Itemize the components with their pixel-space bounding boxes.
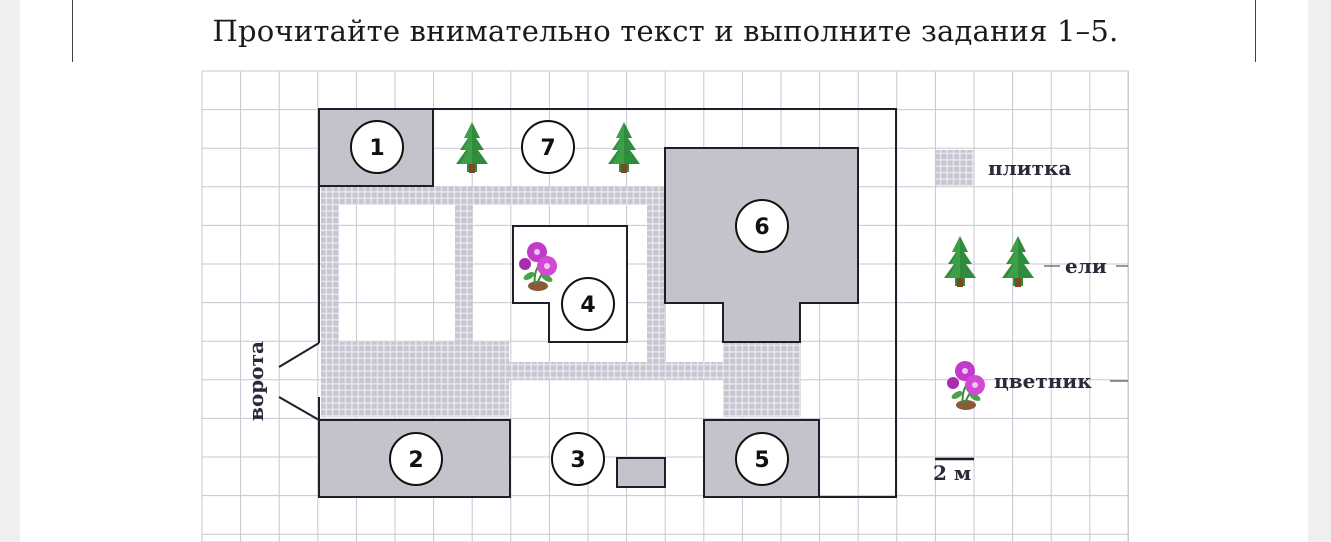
legend: плитка ели цветник 2 м <box>933 150 1128 485</box>
legend-tile-swatch <box>936 150 974 186</box>
svg-text:6: 6 <box>754 215 769 240</box>
svg-text:4: 4 <box>580 293 595 318</box>
legend-flowerbed-label: цветник <box>994 369 1092 393</box>
number-marker-4: 4 <box>561 277 615 331</box>
legend-trees-label: ели <box>1065 254 1107 278</box>
svg-text:3: 3 <box>570 448 585 473</box>
legend-tile-label: плитка <box>988 156 1071 180</box>
number-marker-1: 1 <box>350 120 404 174</box>
number-marker-6: 6 <box>735 199 789 253</box>
number-marker-2: 2 <box>389 432 443 486</box>
number-marker-3: 3 <box>551 432 605 486</box>
structure-3-small <box>616 457 666 488</box>
svg-text:7: 7 <box>540 136 555 161</box>
svg-text:5: 5 <box>754 448 769 473</box>
header-frame <box>72 0 1256 62</box>
scale-label: 2 м <box>933 461 971 485</box>
tile-paths <box>321 187 801 417</box>
page-title: Прочитайте внимательно текст и выполните… <box>212 14 1119 48</box>
svg-text:1: 1 <box>369 136 384 161</box>
svg-text:2: 2 <box>408 448 423 473</box>
number-marker-5: 5 <box>735 432 789 486</box>
gate-label: ворота <box>244 341 268 421</box>
number-markers: 1 2 3 4 5 6 7 <box>350 120 789 486</box>
number-marker-7: 7 <box>521 120 575 174</box>
